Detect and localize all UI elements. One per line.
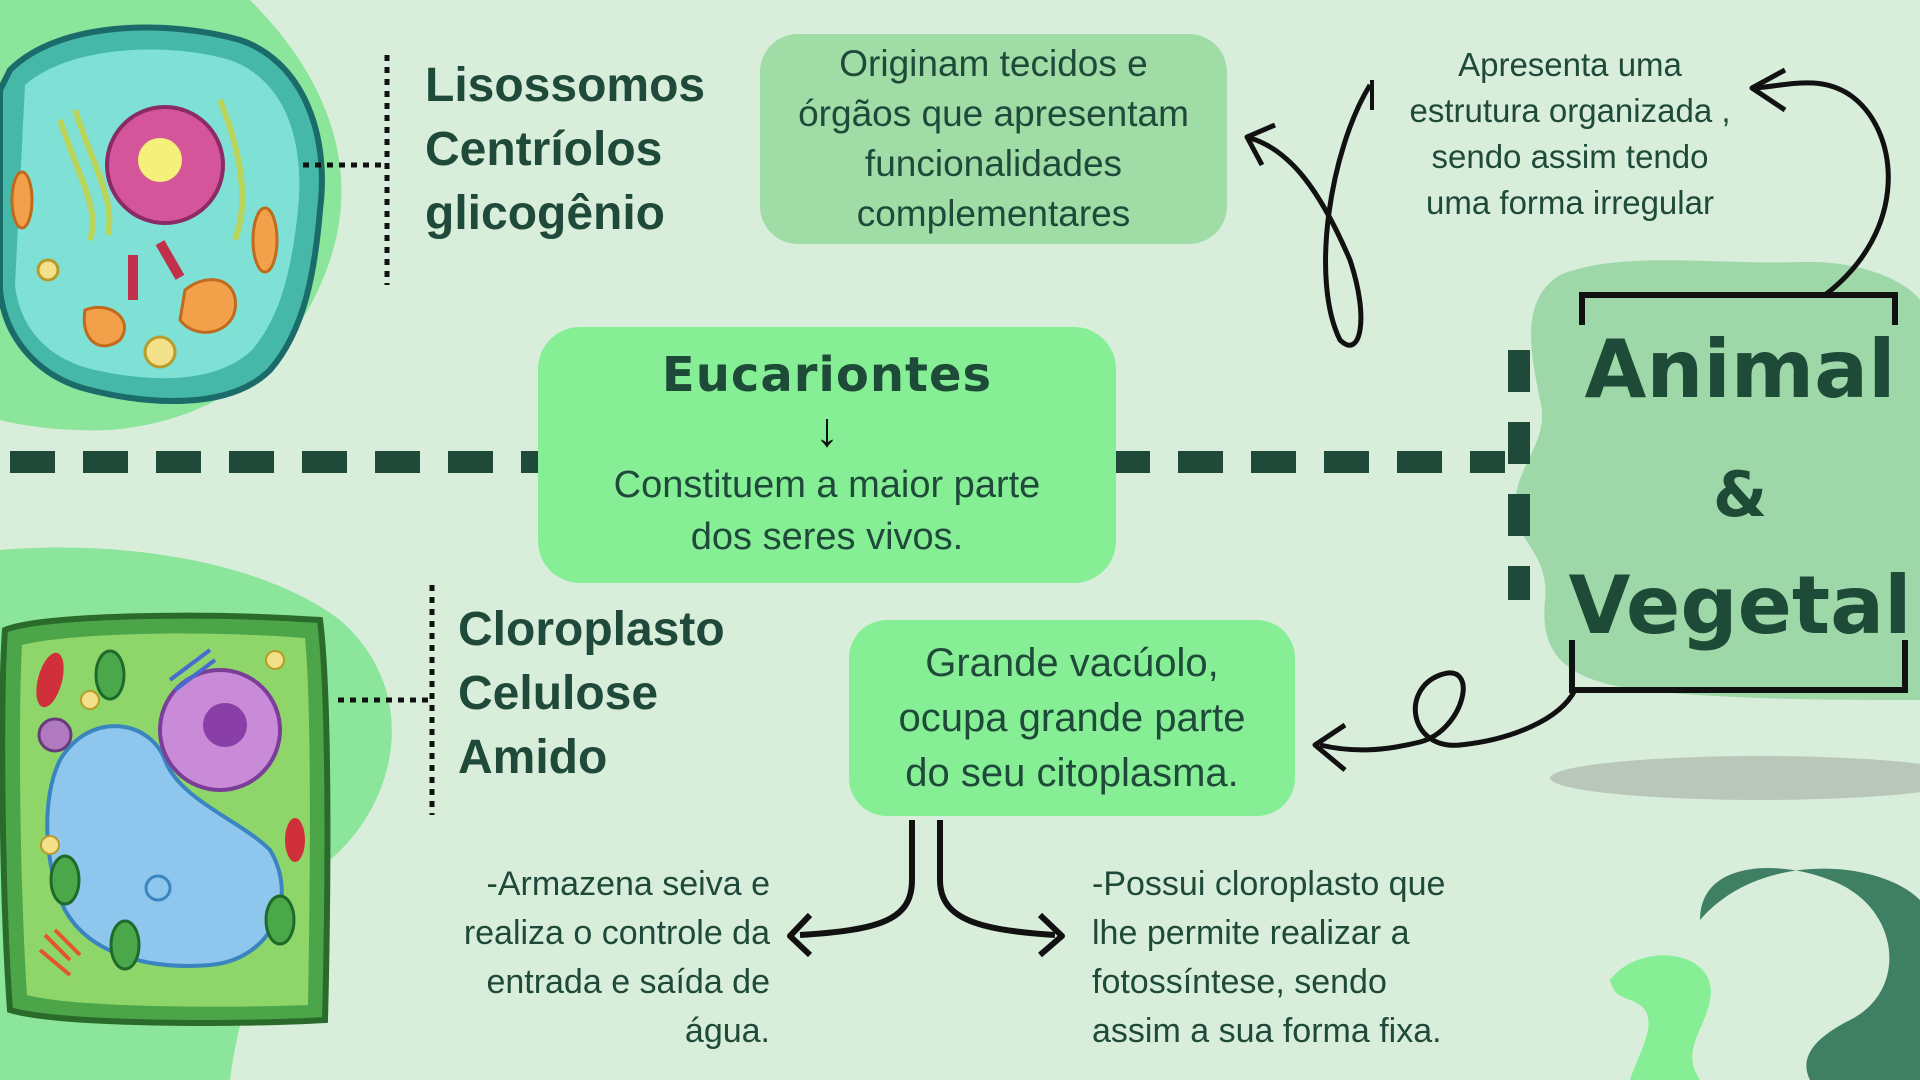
main-title-line1: Animal bbox=[1584, 323, 1896, 416]
vacuole-box: Grande vacúolo, ocupa grande parte do se… bbox=[849, 620, 1295, 816]
organelle-label: Lisossomos bbox=[425, 59, 706, 112]
plant-organelles-list: Cloroplasto Celulose Amido bbox=[458, 598, 725, 790]
note-line: uma forma irregular bbox=[1426, 184, 1714, 221]
note-line: sendo assim tendo bbox=[1431, 138, 1709, 175]
note-line: -Armazena seiva e bbox=[486, 865, 770, 903]
box-line: ocupa grande parte bbox=[898, 695, 1246, 740]
note-line: estrutura organizada , bbox=[1409, 92, 1731, 129]
note-line: -Possui cloroplasto que bbox=[1092, 865, 1446, 903]
box-line: funcionalidades bbox=[864, 143, 1123, 184]
main-title-ampersand: & bbox=[1712, 458, 1768, 531]
note-line: lhe permite realizar a bbox=[1092, 914, 1410, 952]
organelle-label: glicogênio bbox=[425, 187, 665, 240]
title-blob bbox=[1514, 260, 1920, 700]
animal-organelles-list: Lisossomos Centríolos glicogênio bbox=[425, 54, 705, 246]
organelle-label: Celulose bbox=[458, 667, 659, 720]
box-line: órgãos que apresentam bbox=[798, 93, 1189, 134]
main-title-line3: Vegetal bbox=[1568, 559, 1912, 652]
box-line: Originam tecidos e bbox=[839, 43, 1148, 84]
organelle-label: Amido bbox=[458, 731, 608, 784]
box-line: complementares bbox=[856, 193, 1131, 234]
water-note: -Armazena seiva e realiza o controle da … bbox=[380, 860, 770, 1056]
note-line: Apresenta uma bbox=[1458, 46, 1682, 83]
note-line: realiza o controle da bbox=[463, 914, 770, 952]
tissues-box: Originam tecidos e órgãos que apresentam… bbox=[760, 34, 1227, 244]
eukaryotes-box: Eucariontes ↓ Constituem a maior parte d… bbox=[538, 327, 1116, 583]
down-arrow-icon: ↓ bbox=[815, 404, 839, 457]
box-line: Constituem a maior parte bbox=[613, 464, 1041, 506]
eukaryotes-title: Eucariontes bbox=[661, 347, 993, 403]
note-line: água. bbox=[684, 1012, 770, 1050]
organelle-label: Centríolos bbox=[425, 123, 663, 176]
box-line: do seu citoplasma. bbox=[905, 750, 1239, 795]
box-line: Grande vacúolo, bbox=[925, 640, 1219, 685]
note-line: assim a sua forma fixa. bbox=[1092, 1012, 1442, 1050]
note-line: fotossíntese, sendo bbox=[1092, 963, 1387, 1001]
squiggle-light bbox=[1610, 955, 1711, 1080]
organelle-label: Cloroplasto bbox=[458, 603, 725, 656]
note-line: entrada e saída de bbox=[486, 963, 770, 1001]
animal-structure-note: Apresenta uma estrutura organizada , sen… bbox=[1370, 42, 1770, 226]
box-line: dos seres vivos. bbox=[690, 516, 964, 558]
shadow-ellipse bbox=[1550, 756, 1920, 800]
squiggle-dark bbox=[1700, 868, 1920, 1080]
chloroplast-note: -Possui cloroplasto que lhe permite real… bbox=[1092, 860, 1552, 1056]
